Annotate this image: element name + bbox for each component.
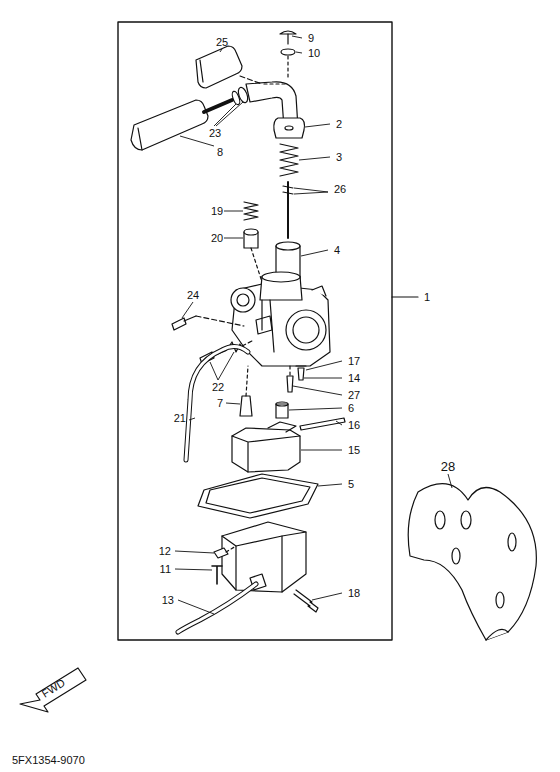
forward-arrow [20, 668, 86, 712]
callout-number: 24 [187, 290, 199, 301]
group-frame [118, 22, 392, 640]
callout-number: 25 [216, 37, 228, 48]
air-screw [172, 316, 196, 330]
callout-number: 22 [212, 382, 224, 393]
callout-number: 26 [334, 184, 346, 195]
callout-number: 28 [441, 460, 455, 473]
callout-number: 11 [160, 564, 171, 575]
callout-number: 7 [217, 398, 223, 409]
drain-hose [178, 584, 256, 632]
callout-number: 3 [336, 152, 342, 163]
callout-number: 16 [348, 420, 360, 431]
callout-number: 8 [217, 147, 223, 158]
callout-number: 1 [424, 292, 430, 303]
cap-plate [274, 118, 305, 138]
callout-number: 14 [348, 373, 360, 384]
callout-number: 6 [348, 403, 354, 414]
callout-number: 27 [348, 390, 360, 401]
drain-screw [294, 590, 318, 612]
cable-boot [196, 46, 242, 88]
callout-number: 15 [348, 445, 360, 456]
callout-number: 2 [336, 119, 342, 130]
callout-number: 10 [308, 48, 320, 59]
throttle-spring [280, 144, 298, 176]
heat-shield [408, 484, 536, 640]
callout-number: 17 [348, 356, 360, 367]
starter-spring [244, 202, 258, 220]
callout-number: 21 [174, 413, 186, 424]
callout-number: 20 [211, 233, 223, 244]
jet-needle [287, 182, 289, 238]
callout-number: 18 [348, 588, 360, 599]
callout-number: 19 [211, 206, 223, 217]
float-bowl [222, 522, 306, 592]
callout-number: 9 [308, 33, 314, 44]
drawing-code: 5FX1354-9070 [12, 755, 85, 766]
leader-lines [175, 36, 452, 614]
callout-number: 5 [348, 479, 354, 490]
callout-number: 12 [159, 546, 171, 557]
leader-line [392, 296, 418, 297]
cable-tube [131, 100, 208, 150]
bowl-gasket [198, 474, 318, 518]
float-pin [300, 418, 345, 430]
callout-number: 4 [334, 245, 340, 256]
cable [204, 100, 232, 112]
callout-number: 23 [209, 128, 221, 139]
float [232, 428, 300, 472]
callout-number: 13 [162, 595, 174, 606]
pilot-jet [240, 396, 252, 416]
